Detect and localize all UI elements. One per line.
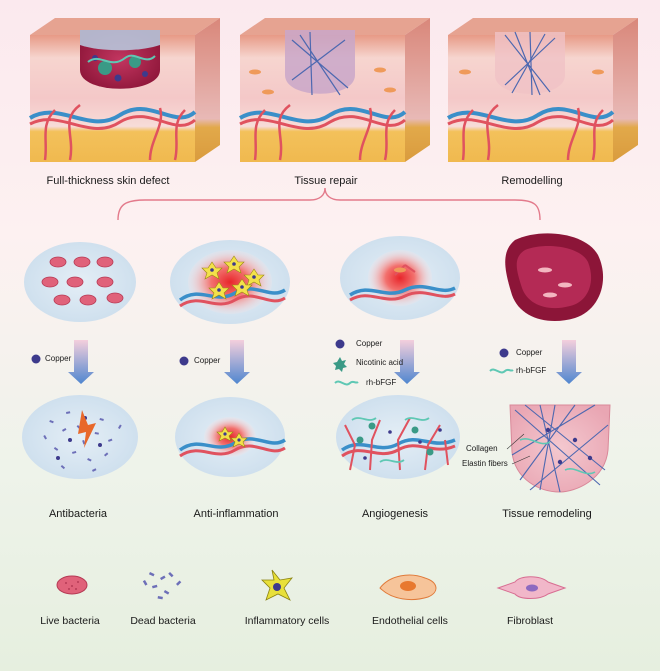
- copper-marker-2: [179, 356, 189, 366]
- angiogenesis-site: [340, 236, 460, 320]
- rh-bfgf-marker-2: [489, 368, 514, 374]
- endothelial-cell-icon: [379, 574, 437, 601]
- rh-bfgf-label-2: rh-bFGF: [516, 366, 547, 375]
- collagen-label: Collagen: [466, 444, 498, 453]
- legend-label-fibroblast: Fibroblast: [506, 615, 554, 627]
- rh-bfgf-label-1: rh-bFGF: [366, 378, 397, 387]
- stage-label-defect: Full-thickness skin defect: [46, 175, 170, 187]
- tissue-remodeling-result: [506, 404, 611, 493]
- fibroblast-icon: [496, 576, 567, 599]
- effect-label-angiogenesis: Angiogenesis: [361, 508, 429, 520]
- copper-label-3: Copper: [356, 339, 383, 348]
- legend-label-live-bacteria: Live bacteria: [40, 615, 100, 627]
- skin-block-repair: [238, 18, 430, 162]
- remodelling-site: [505, 233, 604, 322]
- arrow-tissue-remodeling: [556, 340, 582, 384]
- inflammation-site: [170, 240, 290, 324]
- elastin-fibers-label: Elastin fibers: [462, 459, 508, 468]
- effect-label-tissue-remodeling: Tissue remodeling: [502, 508, 592, 520]
- skin-block-remodelling: [446, 18, 638, 162]
- copper-label-2: Copper: [194, 356, 221, 365]
- live-bacteria-cluster: [24, 242, 136, 322]
- copper-marker-4: [499, 348, 509, 358]
- copper-label-4: Copper: [516, 348, 543, 357]
- copper-label-1: Copper: [45, 354, 72, 363]
- anti-inflammation-result: [175, 397, 286, 477]
- arrow-antibacteria: [68, 340, 94, 384]
- nicotinic-acid-marker: [333, 357, 347, 372]
- live-bacteria-icon: [56, 575, 88, 595]
- stage-label-repair: Tissue repair: [294, 175, 358, 187]
- legend-label-endothelial-cells: Endothelial cells: [372, 615, 448, 627]
- legend-label-inflammatory-cells: Inflammatory cells: [244, 615, 330, 627]
- stage-label-remodelling: Remodelling: [501, 175, 563, 187]
- effect-label-antibacteria: Antibacteria: [48, 508, 108, 520]
- stage-bracket: [117, 187, 541, 221]
- effect-label-anti-inflammation: Anti-inflammation: [193, 508, 279, 520]
- copper-marker-1: [31, 354, 41, 364]
- legend-label-dead-bacteria: Dead bacteria: [130, 615, 196, 627]
- nicotinic-acid-label: Nicotinic acid: [356, 358, 404, 367]
- copper-marker-3: [335, 339, 345, 349]
- inflammatory-cell-icon: [261, 569, 293, 601]
- dead-bacteria-field: [22, 395, 138, 479]
- arrow-angiogenesis: [394, 340, 420, 384]
- skin-block-defect: [28, 18, 220, 162]
- rh-bfgf-marker-1: [334, 380, 359, 386]
- angiogenesis-result: [336, 395, 460, 479]
- dead-bacteria-icon: [142, 572, 182, 600]
- arrow-anti-inflammation: [224, 340, 250, 384]
